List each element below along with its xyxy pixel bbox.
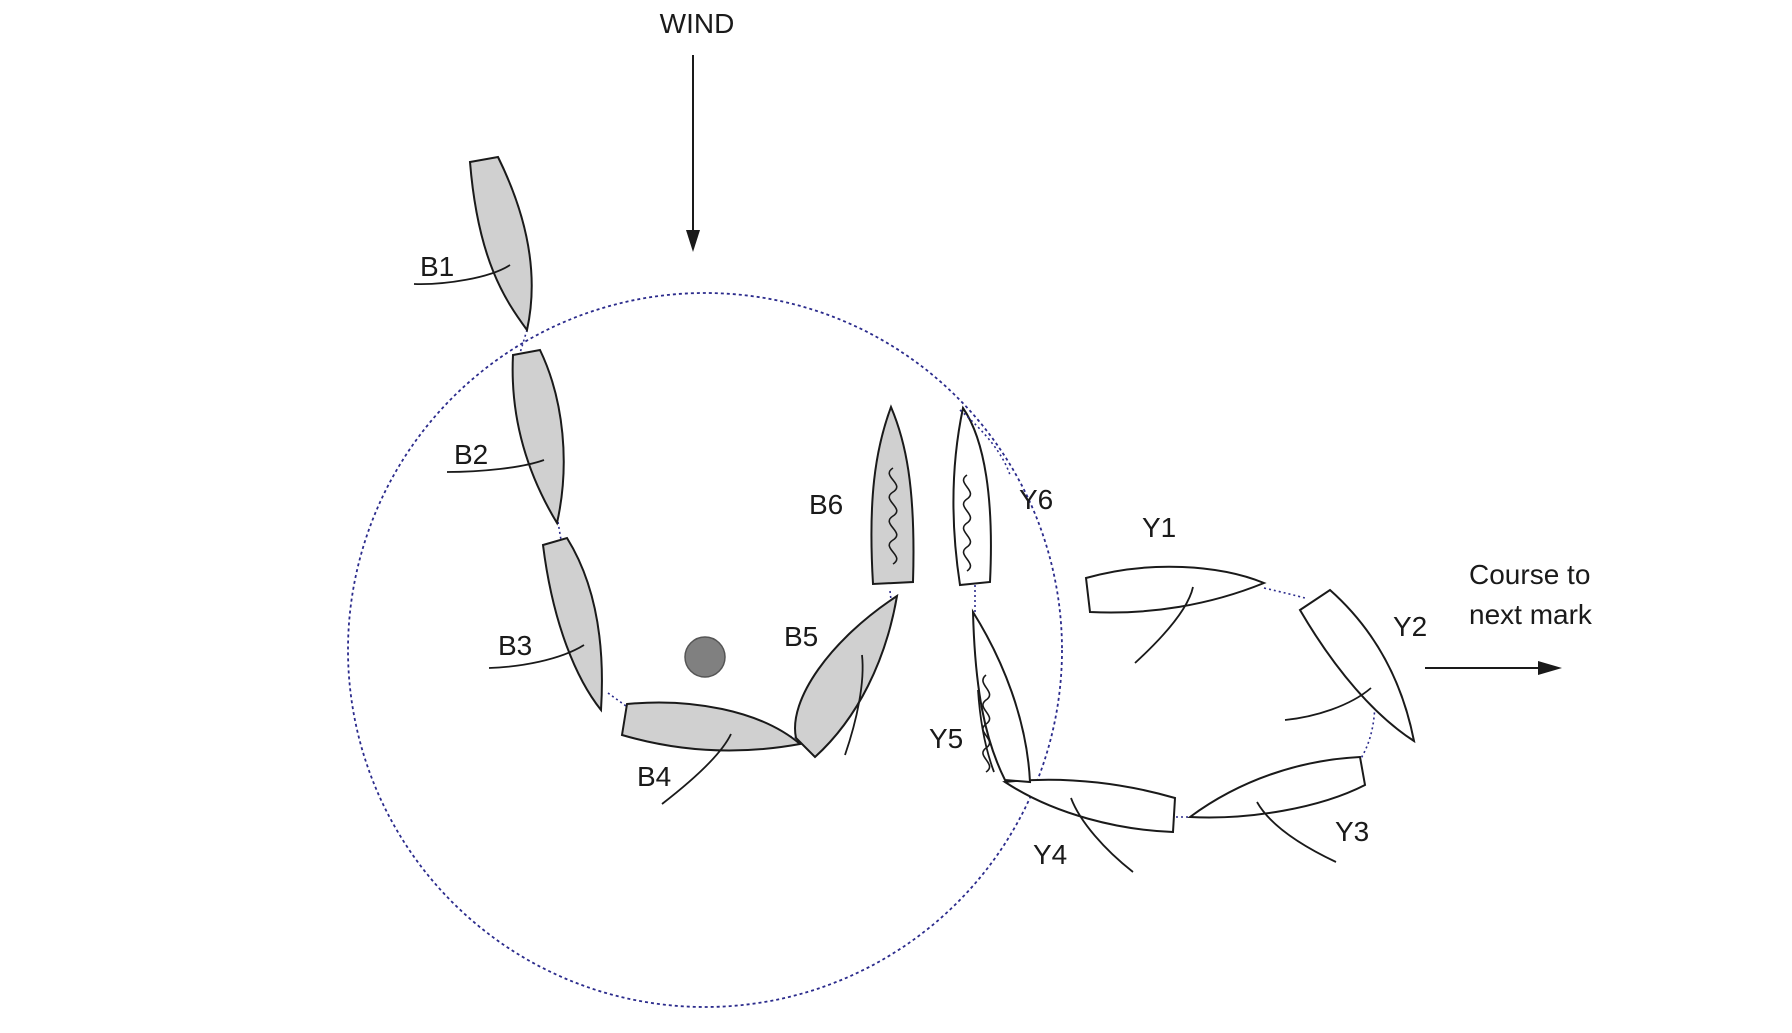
boat-b4: B4 <box>620 701 803 805</box>
mark <box>684 636 726 678</box>
boat-label-y1: Y1 <box>1142 512 1176 543</box>
boat-y4: Y4 <box>1002 778 1177 873</box>
boat-b2: B2 <box>446 348 565 526</box>
boat-label-b2: B2 <box>454 439 488 470</box>
zone-circle <box>347 292 1063 1008</box>
boat-label-b5: B5 <box>784 621 818 652</box>
course-label-line1: Course to <box>1469 559 1590 590</box>
boat-label-y4: Y4 <box>1033 839 1067 870</box>
boat-label-y6: Y6 <box>1019 484 1053 515</box>
boat-y3: Y3 <box>1187 755 1369 863</box>
boat-y2: Y2 <box>1284 588 1427 744</box>
boat-b5: B5 <box>784 593 899 759</box>
boat-b6: B6 <box>809 404 915 586</box>
boat-y1: Y1 <box>1084 512 1267 664</box>
wind-arrow <box>686 55 700 252</box>
boat-label-b1: B1 <box>420 251 454 282</box>
boat-label-y5: Y5 <box>929 723 963 754</box>
wind-label: WIND <box>660 8 735 39</box>
boat-label-y2: Y2 <box>1393 611 1427 642</box>
boat-y5: Y5 <box>929 608 1032 784</box>
boat-y6: Y6 <box>952 405 1053 587</box>
course-arrow <box>1425 661 1562 675</box>
boat-b3: B3 <box>488 536 603 713</box>
boat-label-b3: B3 <box>498 630 532 661</box>
boat-label-b6: B6 <box>809 489 843 520</box>
boat-b1: B1 <box>413 155 533 333</box>
boat-label-y3: Y3 <box>1335 816 1369 847</box>
boat-label-b4: B4 <box>637 761 671 792</box>
course-label-line2: next mark <box>1469 599 1593 630</box>
